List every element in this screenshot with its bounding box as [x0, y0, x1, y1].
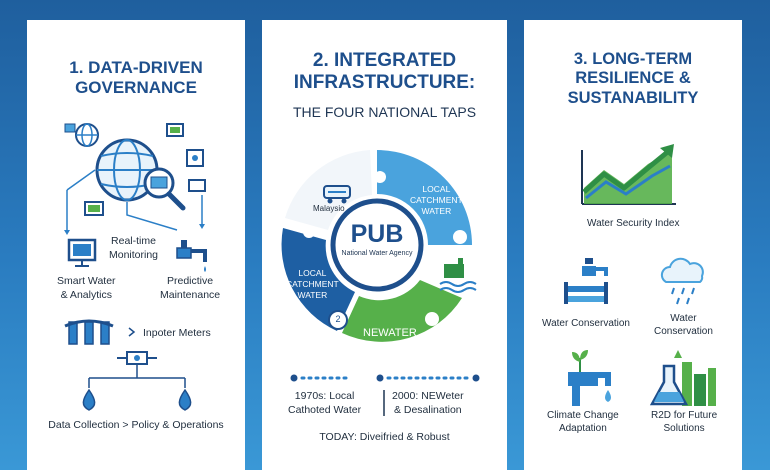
four-taps-ring-diagram: [281, 150, 480, 416]
timeline-bar: [290, 374, 480, 382]
water-drop-icon: [82, 388, 96, 411]
resilience-illustration: [564, 144, 716, 406]
label-water-security-index: Water Security Index: [587, 218, 680, 229]
timeline-2000: 2000: NEWeter & Desalination: [392, 390, 464, 416]
label-meters: Inpoter Meters: [143, 327, 211, 339]
label-local-catchment-top: LOCAL CATCHMENT WATER: [410, 184, 463, 217]
faucet-wrench-icon: [176, 240, 207, 272]
label-malaysia: Malaysio: [313, 204, 345, 213]
magnifier-icon: [143, 167, 186, 211]
label-predictive-maintenance: Predictive Maintenance: [160, 275, 221, 301]
label-water-conservation-1: Water Conservation: [542, 318, 630, 329]
sprout-faucet-icon: [568, 350, 611, 406]
label-local-catchment-left: LOCAL CATCHMENT WATER: [286, 268, 339, 301]
segment-local-catchment-top: [377, 150, 472, 245]
water-meters-icon: [64, 319, 114, 345]
recycle-icon: [453, 230, 467, 244]
meter-hub-icon: [117, 351, 157, 365]
governance-illustration: [64, 123, 207, 411]
pub-subtitle: National Water Agency: [341, 250, 413, 257]
water-drop-icon: [178, 388, 192, 411]
label-climate-change: Climate Change Adaptation: [547, 410, 619, 434]
chevron-right-icon: [128, 327, 136, 337]
pub-center-circle: [330, 198, 424, 292]
pub-title: PUB: [350, 220, 404, 248]
pipeline-truck-icon: [323, 185, 351, 204]
panel2-title: 2. INTEGRATED INFRASTRUCTURE:: [293, 50, 476, 94]
label-smart-water: Smart Water & Analytics: [57, 275, 116, 301]
label-realtime-monitoring: Real-time Monitoring: [109, 235, 159, 261]
small-globe-icon: [75, 123, 99, 147]
label-data-flow: Data Collection > Policy & Operations: [48, 419, 224, 431]
segment-local-catchment-left: [281, 228, 355, 331]
label-water-conservation-2: Water Conservation: [654, 313, 713, 337]
label-r2d-future: R2D for Future Solutions: [651, 410, 718, 434]
panel-long-term-resilience: 3. LONG-TERM RESILIENCE & SUSTANABILITY: [524, 20, 742, 470]
tree-connector: [88, 364, 186, 388]
panel-integrated-infrastructure: 2. INTEGRATED INFRASTRUCTURE: THE FOUR N…: [262, 20, 507, 470]
panel2-subtitle: THE FOUR NATIONAL TAPS: [292, 104, 477, 120]
display-icon: [188, 179, 206, 192]
label-today: TODAY: Diveifried & Robust: [319, 431, 450, 443]
faucet-pipes-icon: [564, 258, 608, 304]
badge-number: 2: [335, 314, 341, 324]
label-newater: NEWATER: [363, 327, 417, 339]
data-chip-icon: [64, 123, 76, 133]
rain-cloud-icon: [660, 257, 704, 305]
timeline-1970s: 1970s: Local Cathoted Water: [288, 390, 362, 416]
panel1-title: 1. DATA-DRIVEN GOVERNANCE: [69, 58, 203, 98]
research-lab-icon: [649, 350, 716, 406]
segment-newater: [342, 280, 462, 342]
number-badge: [328, 310, 348, 330]
panel3-title: 3. LONG-TERM RESILIENCE & SUSTANABILITY: [567, 50, 699, 107]
recycle-icon: [425, 312, 439, 326]
desalination-plant-icon: [439, 258, 477, 293]
drop-cluster-icon: [303, 226, 315, 238]
panel-data-driven-governance: 1. DATA-DRIVEN GOVERNANCE: [27, 20, 245, 470]
analytics-monitor-icon: [67, 238, 97, 267]
growth-chart-icon: [581, 144, 676, 205]
tap-icon: [374, 171, 386, 183]
